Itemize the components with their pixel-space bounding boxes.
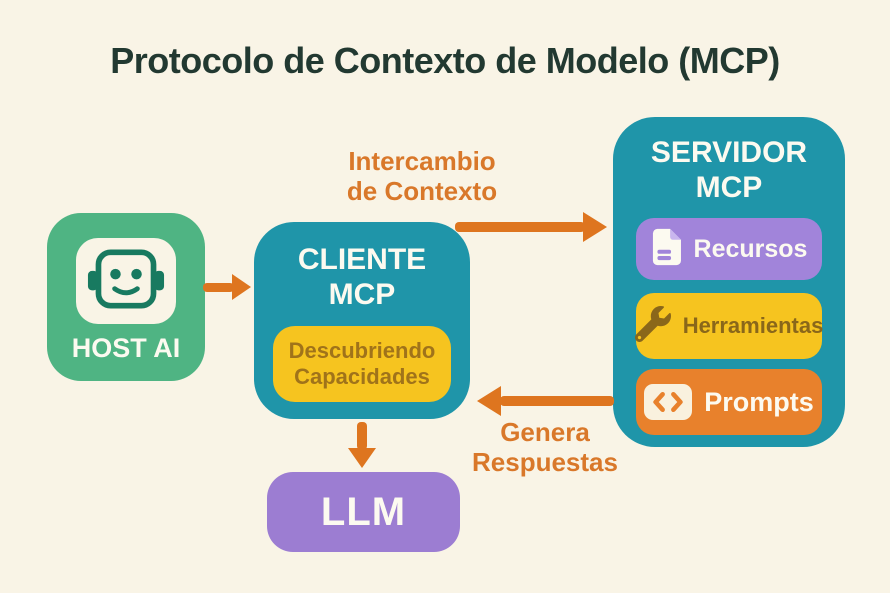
tools-pill: Herramientas: [634, 293, 824, 359]
resources-label: Recursos: [693, 234, 808, 263]
llm-label: LLM: [320, 489, 407, 534]
llm-box: LLM: [267, 472, 460, 552]
arrow-host-to-client-head: [232, 274, 251, 300]
arrow-client-to-llm-shaft: [357, 422, 367, 450]
page-title: Protocolo de Contexto de Modelo (MCP): [110, 40, 780, 81]
prompts-label: Prompts: [704, 386, 814, 417]
document-icon: [651, 228, 682, 271]
mcp-server-box: SERVIDOR MCP Recursos Herramientas: [613, 117, 845, 447]
mcp-server-title: SERVIDOR MCP: [650, 136, 808, 204]
mcp-client-box: CLIENTE MCP Descubriendo Capacidades: [254, 222, 470, 419]
host-ai-box: HOST AI: [47, 213, 205, 381]
robot-icon-tile: [76, 238, 176, 324]
wrench-icon: [634, 305, 671, 347]
context-exchange-label: Intercambio de Contexto: [346, 146, 498, 206]
tools-label: Herramientas: [682, 313, 824, 338]
resources-pill: Recursos: [636, 218, 822, 280]
arrow-server-to-client-shaft: [500, 396, 614, 406]
arrow-client-to-llm-head: [348, 448, 376, 468]
arrow-client-to-server-head: [583, 212, 607, 242]
arrow-server-to-client-head: [477, 386, 501, 416]
discovering-capabilities-label: Descubriendo Capacidades: [288, 337, 436, 389]
arrow-client-to-server-shaft: [455, 222, 585, 232]
code-brackets-icon: [644, 384, 693, 420]
prompts-pill: Prompts: [636, 369, 822, 435]
robot-face-icon: [85, 245, 167, 318]
generates-responses-label: Genera Respuestas: [472, 417, 618, 477]
host-ai-label: HOST AI: [71, 333, 181, 363]
mcp-client-title: CLIENTE MCP: [297, 243, 427, 311]
discovering-capabilities-badge: Descubriendo Capacidades: [273, 326, 451, 402]
arrow-host-to-client-shaft: [203, 283, 234, 292]
